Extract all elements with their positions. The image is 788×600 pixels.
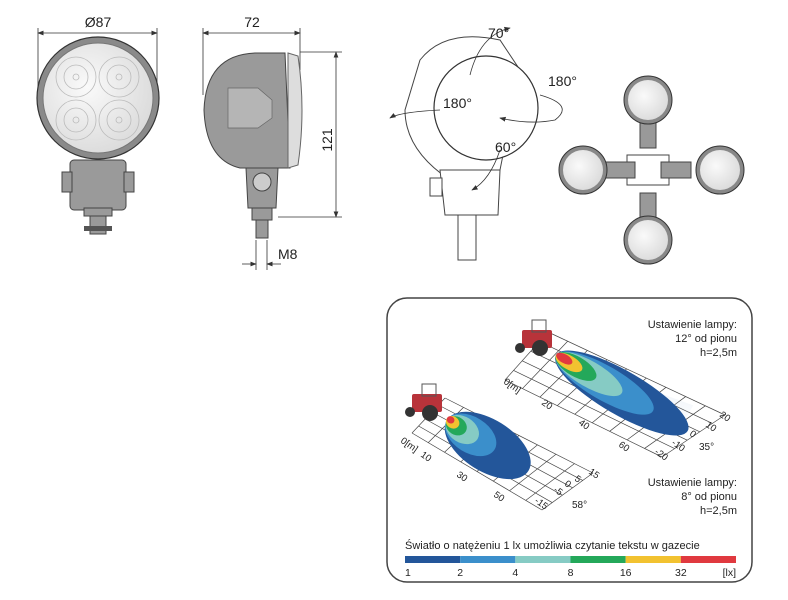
lens	[42, 42, 154, 154]
setting-bottom-angle: 8° od pionu	[681, 491, 737, 503]
legend-color-band	[460, 556, 516, 563]
height-label: 121	[319, 128, 335, 152]
tilt-down-label: 60°	[495, 139, 516, 155]
legend-unit: [lx]	[723, 567, 737, 579]
setting-top-angle: 12° od pionu	[675, 333, 737, 345]
rotation-view: 70° 180° 180° 60°	[389, 25, 577, 261]
legend-tick-label: 2	[457, 567, 463, 579]
grid-line	[661, 414, 726, 458]
tractor-icon	[515, 319, 552, 356]
grid-tick-label: 10	[703, 419, 718, 434]
light-distribution-panel: 0[m]20406020100-10-200[m]1030501550-5-15…	[386, 297, 753, 583]
beam-angle-58: 58°	[572, 500, 587, 511]
legend-color-band	[570, 556, 626, 563]
grid-line	[411, 432, 543, 511]
legend-color-band	[680, 556, 736, 563]
front-view: Ø87	[36, 14, 160, 235]
beam-pattern-35	[555, 350, 694, 449]
grid-line	[547, 331, 726, 416]
grid-line	[509, 453, 557, 492]
setting-bottom-height: h=2,5m	[700, 505, 737, 517]
grid-line	[504, 379, 663, 458]
grid-line	[522, 340, 568, 389]
legend-color-band	[625, 556, 681, 563]
thread-label: M8	[278, 246, 298, 262]
legend-color-band	[515, 556, 571, 563]
setting-top-height: h=2,5m	[700, 347, 737, 359]
grid-tick-label: 15	[586, 466, 601, 481]
side-view: 72 121 M8	[202, 14, 342, 270]
grid-line	[513, 370, 675, 449]
legend-caption: Światło o natężeniu 1 lx umożliwia czyta…	[405, 539, 700, 552]
grid-tick-label: 5	[572, 473, 583, 485]
grid-tick-label: 20	[717, 409, 732, 424]
grid-tick-label: 40	[576, 417, 591, 432]
diameter-label: Ø87	[85, 14, 112, 30]
grid-tick-label: 0	[687, 428, 698, 440]
legend-tick-label: 1	[405, 567, 411, 579]
rotate-right-label: 180°	[548, 73, 577, 89]
setting-top-title: Ustawienie lampy:	[648, 319, 737, 331]
tractor-icon	[405, 383, 442, 421]
grid-line	[444, 397, 594, 474]
grid-line	[541, 472, 594, 511]
tilt-up-label: 70°	[488, 25, 509, 41]
legend-tick-label: 32	[675, 567, 687, 579]
legend-tick-label: 16	[620, 567, 632, 579]
setting-bottom-title: Ustawienie lampy:	[648, 477, 737, 489]
mount-bracket	[69, 159, 127, 211]
grid-tick-label: 20	[539, 397, 554, 412]
grid-tick-label: 60	[616, 439, 631, 454]
grid-tick-label: 50	[491, 489, 506, 504]
grid-tick-label: 10	[418, 449, 433, 464]
lux-legend: 1 2 4 8 16 32 [lx]	[405, 556, 736, 579]
legend-tick-label: 4	[512, 567, 518, 579]
beam-pattern-58	[444, 411, 531, 480]
grid-line	[525, 463, 575, 501]
beam-angle-35: 35°	[699, 442, 714, 453]
grid-tick-label: 0	[562, 478, 573, 490]
legend-color-band	[405, 556, 461, 563]
led-reflectors	[55, 56, 140, 141]
rotate-left-label: 180°	[443, 95, 472, 111]
mounting-orientations	[558, 75, 745, 265]
depth-label: 72	[244, 14, 260, 30]
grid-tick-label: 30	[454, 469, 469, 484]
legend-tick-label: 8	[568, 567, 574, 579]
